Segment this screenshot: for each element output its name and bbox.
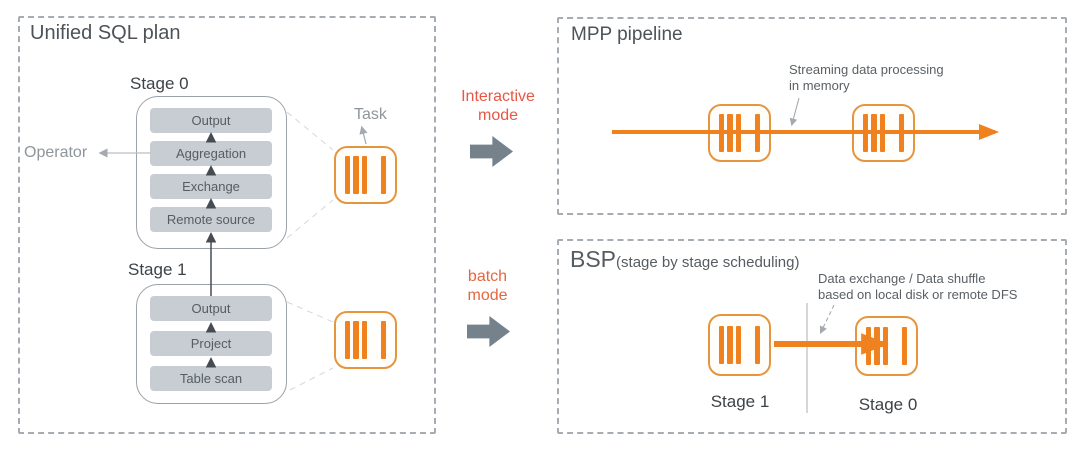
- task-icon: [334, 311, 397, 369]
- operator-box-project: Project: [150, 331, 272, 356]
- task-bar: [863, 114, 869, 152]
- task-bar: [882, 327, 888, 365]
- task-bar: [361, 156, 367, 194]
- operator-box-output-1: Output: [150, 296, 272, 321]
- bsp-panel: [557, 239, 1067, 434]
- bsp-stage-separator: [806, 303, 808, 413]
- operator-callout-label: Operator: [24, 144, 88, 161]
- task-bar: [353, 321, 359, 359]
- stage1-label: Stage 1: [128, 260, 187, 279]
- task-bar: [727, 326, 733, 364]
- stage0-label: Stage 0: [130, 74, 189, 93]
- task-icon: [852, 104, 915, 162]
- task-bar: [871, 114, 877, 152]
- operator-box-remote-source: Remote source: [150, 207, 272, 232]
- bsp-title-text: BSP: [570, 246, 617, 272]
- bsp-title: BSP(stage by stage scheduling): [570, 246, 799, 273]
- operator-box-aggregation: Aggregation: [150, 141, 272, 166]
- unified-sql-plan-title: Unified SQL plan: [30, 22, 181, 44]
- task-icon: [334, 146, 397, 204]
- task-bar: [345, 156, 351, 194]
- bsp-annotation-line1: Data exchange / Data shuffle: [818, 271, 986, 286]
- interactive-mode-line1: Interactive: [461, 88, 535, 105]
- bsp-annotation-line2: based on local disk or remote DFS: [818, 287, 1018, 302]
- batch-mode-arrow-icon: [467, 316, 510, 347]
- operator-box-output: Output: [150, 108, 272, 133]
- mpp-annotation-line1: Streaming data processing: [789, 62, 944, 77]
- mpp-annotation: Streaming data processing in memory: [789, 62, 944, 94]
- interactive-mode-arrow-icon: [470, 136, 513, 167]
- task-bar: [719, 326, 725, 364]
- task-bar: [361, 321, 367, 359]
- mpp-pipeline-panel: [557, 17, 1067, 215]
- task-bar: [901, 327, 907, 365]
- task-bar: [380, 156, 386, 194]
- batch-mode-line1: batch: [467, 268, 508, 285]
- interactive-mode-label: Interactive mode: [448, 87, 548, 125]
- task-bar: [754, 114, 760, 152]
- task-bar: [727, 114, 733, 152]
- task-bar: [735, 326, 741, 364]
- task-callout-label: Task: [354, 106, 387, 123]
- task-icon: [855, 316, 918, 376]
- batch-mode-label: batch mode: [445, 267, 530, 305]
- operator-box-exchange: Exchange: [150, 174, 272, 199]
- task-bar: [874, 327, 880, 365]
- task-bar: [898, 114, 904, 152]
- task-bar: [735, 114, 741, 152]
- bsp-stage0-label: Stage 0: [858, 395, 918, 414]
- task-icon: [708, 314, 771, 376]
- task-bar: [719, 114, 725, 152]
- task-bar: [754, 326, 760, 364]
- interactive-mode-line2: mode: [477, 107, 519, 124]
- bsp-subtitle-text: (stage by stage scheduling): [616, 254, 800, 271]
- mpp-annotation-line2: in memory: [789, 78, 850, 93]
- operator-box-table-scan: Table scan: [150, 366, 272, 391]
- task-bar: [380, 321, 386, 359]
- task-icon: [708, 104, 771, 162]
- bsp-stage1-label: Stage 1: [710, 392, 770, 411]
- batch-mode-line2: mode: [467, 287, 508, 304]
- task-bar: [345, 321, 351, 359]
- mpp-pipeline-title: MPP pipeline: [571, 24, 683, 45]
- task-bar: [879, 114, 885, 152]
- task-bar: [353, 156, 359, 194]
- bsp-annotation: Data exchange / Data shuffle based on lo…: [818, 271, 1017, 303]
- task-bar: [866, 327, 872, 365]
